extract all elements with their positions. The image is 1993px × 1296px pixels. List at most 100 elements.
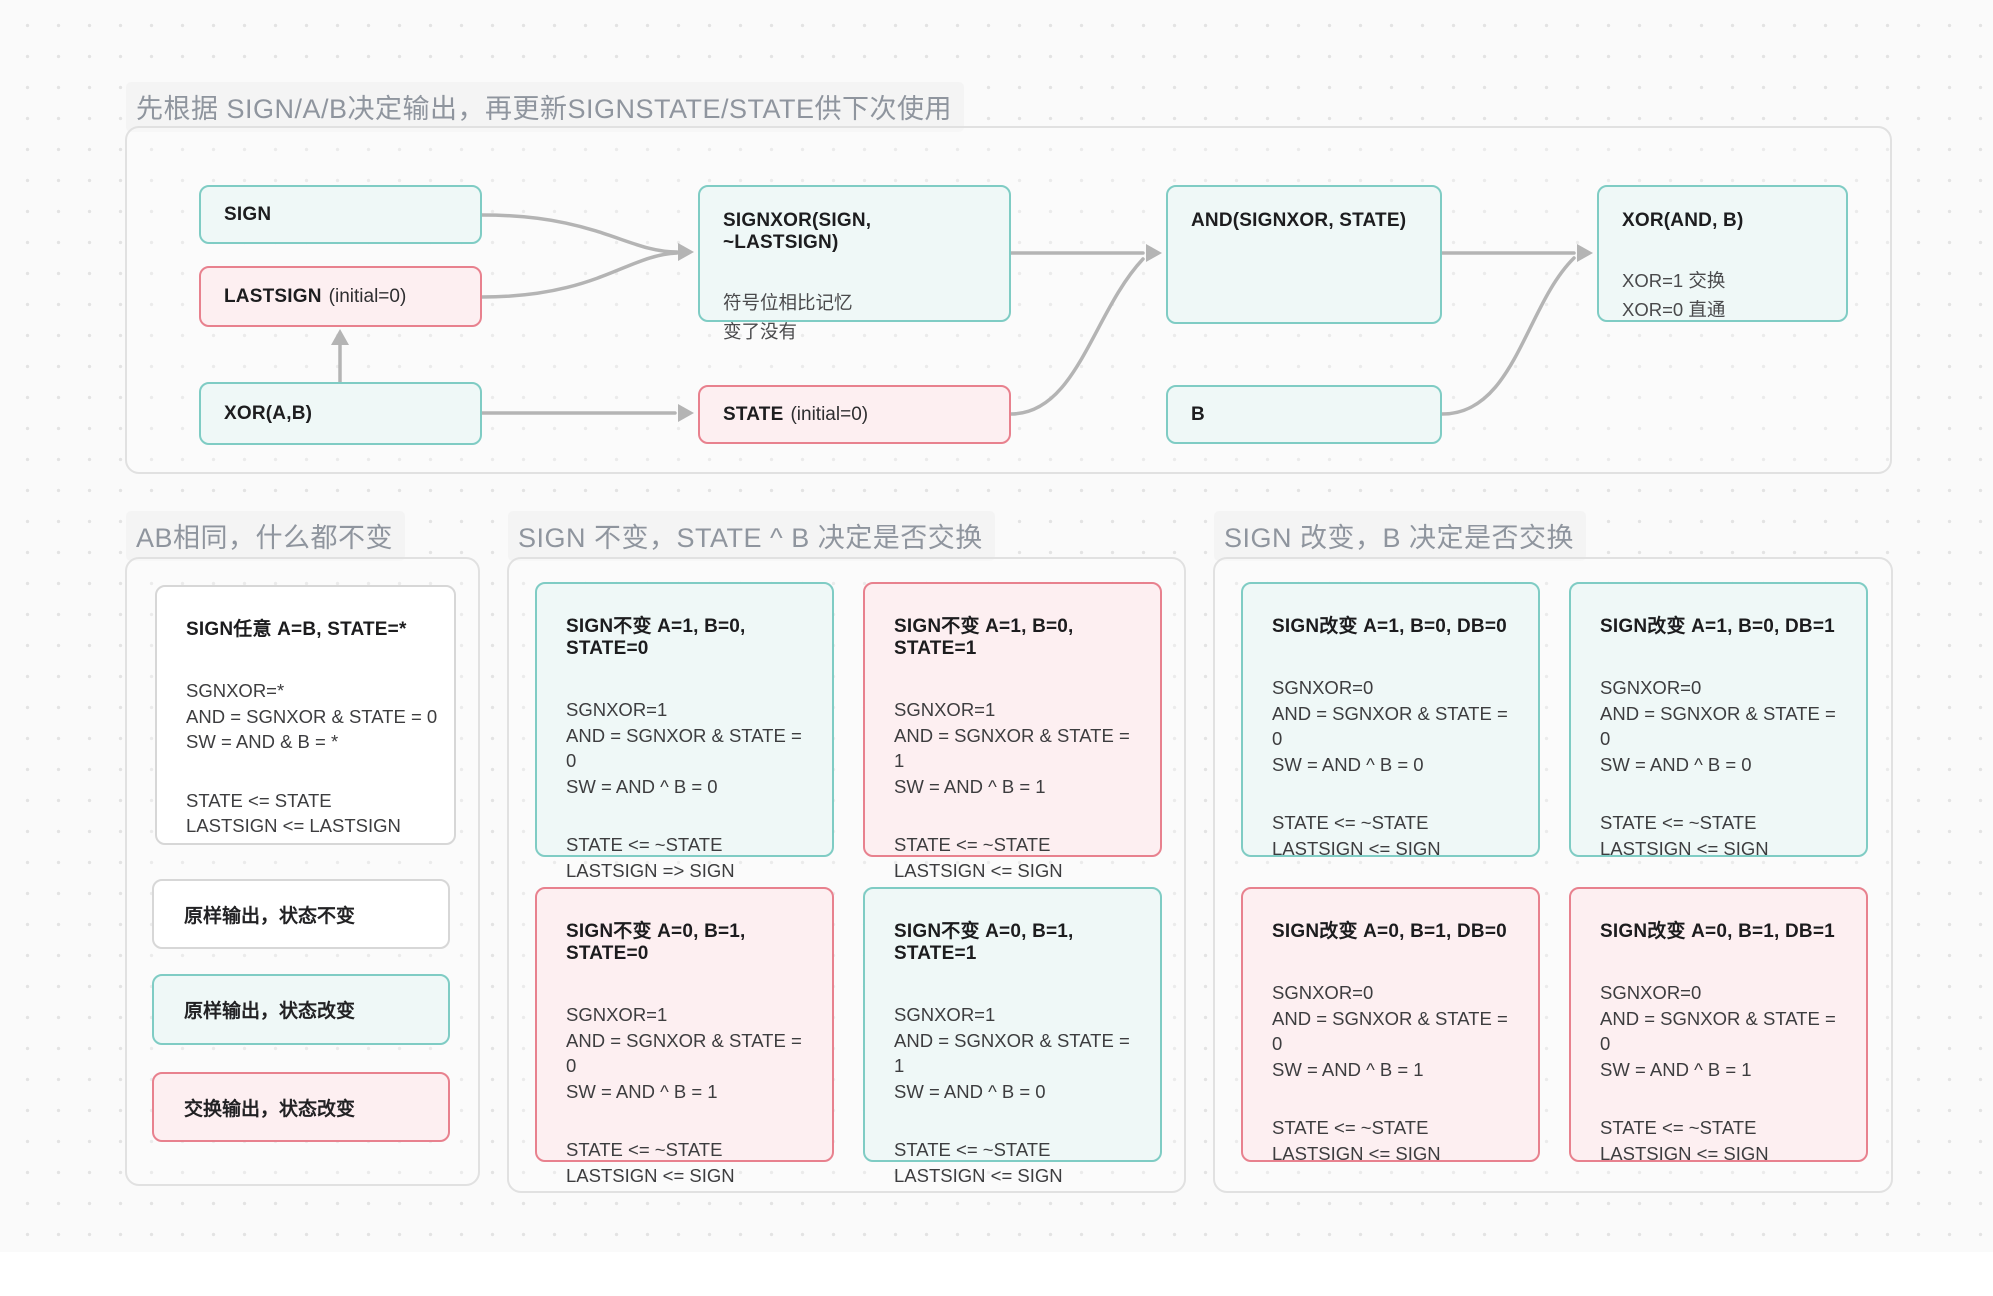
case-update-line: STATE <= ~STATE [566,1139,723,1160]
legend-label: 原样输出，状态改变 [184,1001,356,1022]
legend-passthrough-state-keep[interactable]: 原样输出，状态不变 [152,879,450,949]
node-xor-and-b-desc: XOR=1 交换 XOR=0 直通 [1622,266,1826,324]
case-line: SGNXOR=1 [894,699,996,720]
node-state[interactable]: STATE (initial=0) [698,385,1011,444]
node-xor-and-b-desc-line1: XOR=1 交换 [1622,270,1726,291]
case-line: AND = SGNXOR & STATE = 0 [1272,1007,1508,1055]
case-card-sign-same-3[interactable]: SIGN不变 A=0, B=1, STATE=0 SGNXOR=1 AND = … [535,887,834,1186]
node-signxor-desc-line1: 符号位相比记忆 [723,292,853,313]
flow-frame[interactable]: SIGN LASTSIGN (initial=0) XOR(A,B) SIGNX… [125,126,1892,474]
spacer [894,1104,1144,1137]
case-update-line: LASTSIGN <= SIGN [1272,837,1441,859]
legend-swap-state-change[interactable]: 交换输出，状态改变 [152,1072,450,1142]
case-line: AND = SGNXOR & STATE = 0 [566,1029,802,1077]
legend-label: 原样输出，状态不变 [184,905,356,927]
node-signxor-desc: 符号位相比记忆 变了没有 [723,288,989,346]
node-signxor[interactable]: SIGNXOR(SIGN, ~LASTSIGN) 符号位相比记忆 变了没有 [698,185,1011,342]
case-line: AND = SGNXOR & STATE = 0 [566,724,802,772]
case-update-line: LASTSIGN <= SIGN [566,1164,735,1186]
case-header: SIGN不变 A=0, B=1, STATE=0 [566,921,746,964]
case-line: SGNXOR=1 [566,1004,668,1025]
node-signxor-desc-line2: 变了没有 [723,321,798,342]
case-update-line: STATE <= ~STATE [894,834,1051,855]
case-header: SIGN不变 A=1, B=0, STATE=1 [894,616,1074,659]
spacer [1600,777,1850,810]
node-lastsign-label: LASTSIGN [224,285,322,307]
case-update-line: LASTSIGN <= LASTSIGN [186,815,401,836]
case-line: AND = SGNXOR & STATE = 0 [186,705,438,727]
node-xor-ab[interactable]: XOR(A,B) [199,382,482,445]
case-line: SW = AND ^ B = 1 [566,1080,718,1102]
node-xor-and-b-desc-line2: XOR=0 直通 [1622,299,1726,320]
flow-arrows [331,213,1593,422]
case-update-line: STATE <= ~STATE [1272,1117,1429,1138]
case-header: SIGN改变 A=1, B=0, DB=1 [1600,616,1835,637]
case-header: SIGN改变 A=0, B=1, DB=0 [1272,921,1507,942]
case-line: SW = AND ^ B = 0 [566,775,718,797]
case-line: AND = SGNXOR & STATE = 1 [894,1029,1130,1077]
node-b[interactable]: B [1166,385,1442,444]
case-update-line: LASTSIGN => SIGN [566,859,735,881]
panel3-frame[interactable]: SIGN改变 A=1, B=0, DB=0 SGNXOR=0 AND = SGN… [1213,557,1893,1193]
spacer [186,755,438,788]
node-signxor-label: SIGNXOR(SIGN, ~LASTSIGN) [723,210,872,253]
case-line: SW = AND ^ B = 1 [1272,1058,1424,1080]
spacer [566,799,816,832]
legend-passthrough-state-change[interactable]: 原样输出，状态改变 [152,974,450,1045]
case-header: SIGN改变 A=0, B=1, DB=1 [1600,921,1835,942]
case-line: SGNXOR=1 [566,699,668,720]
case-line: SGNXOR=1 [894,1004,996,1025]
panel3-section-title: SIGN 改变，B 决定是否交换 [1214,511,1587,561]
spacer [894,799,1144,832]
case-card-sign-change-3[interactable]: SIGN改变 A=0, B=1, DB=0 SGNXOR=0 AND = SGN… [1241,887,1540,1164]
case-card-sign-same-1[interactable]: SIGN不变 A=1, B=0, STATE=0 SGNXOR=1 AND = … [535,582,834,881]
case-line: AND = SGNXOR & STATE = 0 [1272,702,1508,750]
case-line: SGNXOR=0 [1600,982,1702,1003]
node-xor-and-b[interactable]: XOR(AND, B) XOR=1 交换 XOR=0 直通 [1597,185,1848,322]
node-and-label: AND(SIGNXOR, STATE) [1191,210,1407,231]
case-line: SGNXOR=0 [1272,677,1374,698]
panel2-frame[interactable]: SIGN不变 A=1, B=0, STATE=0 SGNXOR=1 AND = … [507,557,1186,1193]
case-update-line: STATE <= STATE [186,789,332,811]
spacer [566,1104,816,1137]
case-line: SW = AND ^ B = 1 [894,775,1046,797]
case-header: SIGN不变 A=0, B=1, STATE=1 [894,921,1074,964]
case-update-line: STATE <= ~STATE [1600,1117,1757,1138]
case-card-sign-change-1[interactable]: SIGN改变 A=1, B=0, DB=0 SGNXOR=0 AND = SGN… [1241,582,1540,859]
case-line: SW = AND ^ B = 0 [1272,753,1424,775]
case-line: SGNXOR=0 [1600,677,1702,698]
node-lastsign[interactable]: LASTSIGN (initial=0) [199,266,482,327]
case-update-line: LASTSIGN <= SIGN [1272,1142,1441,1164]
case-card-sign-change-2[interactable]: SIGN改变 A=1, B=0, DB=1 SGNXOR=0 AND = SGN… [1569,582,1868,859]
case-card-sign-same-4[interactable]: SIGN不变 A=0, B=1, STATE=1 SGNXOR=1 AND = … [863,887,1162,1186]
legend-label: 交换输出，状态改变 [184,1098,356,1120]
case-card-sign-same-2[interactable]: SIGN不变 A=1, B=0, STATE=1 SGNXOR=1 AND = … [863,582,1162,881]
panel1-frame[interactable]: SIGN任意 A=B, STATE=* SGNXOR=* AND = SGNXO… [125,557,480,1186]
node-state-initial: (initial=0) [790,403,869,425]
flow-section-title: 先根据 SIGN/A/B决定输出，再更新SIGNSTATE/STATE供下次使用 [126,82,965,132]
spacer [1272,777,1522,810]
case-line: SGNXOR=0 [1272,982,1374,1003]
spacer [1600,1082,1850,1115]
node-and[interactable]: AND(SIGNXOR, STATE) [1166,185,1442,324]
case-line: SW = AND ^ B = 0 [894,1080,1046,1102]
node-sign[interactable]: SIGN [199,185,482,244]
case-update-line: STATE <= ~STATE [894,1139,1051,1160]
node-sign-label: SIGN [224,203,272,225]
case-update-line: STATE <= ~STATE [1272,812,1429,833]
node-b-label: B [1191,403,1205,425]
case-card-sign-change-4[interactable]: SIGN改变 A=0, B=1, DB=1 SGNXOR=0 AND = SGN… [1569,887,1868,1164]
node-xor-ab-label: XOR(A,B) [224,402,313,424]
panel2-section-title: SIGN 不变，STATE ^ B 决定是否交换 [508,511,995,561]
case-update-line: LASTSIGN <= SIGN [894,1164,1063,1186]
case-update-line: LASTSIGN <= SIGN [894,859,1063,881]
case-update-line: STATE <= ~STATE [1600,812,1757,833]
case-card-ab-equal[interactable]: SIGN任意 A=B, STATE=* SGNXOR=* AND = SGNXO… [155,585,456,845]
case-line: AND = SGNXOR & STATE = 1 [894,724,1130,772]
case-line: SW = AND ^ B = 0 [1600,753,1752,775]
case-update-line: LASTSIGN <= SIGN [1600,837,1769,859]
case-line: SGNXOR=* [186,680,285,701]
case-header: SIGN不变 A=1, B=0, STATE=0 [566,616,746,659]
case-line: SW = AND & B = * [186,731,339,752]
